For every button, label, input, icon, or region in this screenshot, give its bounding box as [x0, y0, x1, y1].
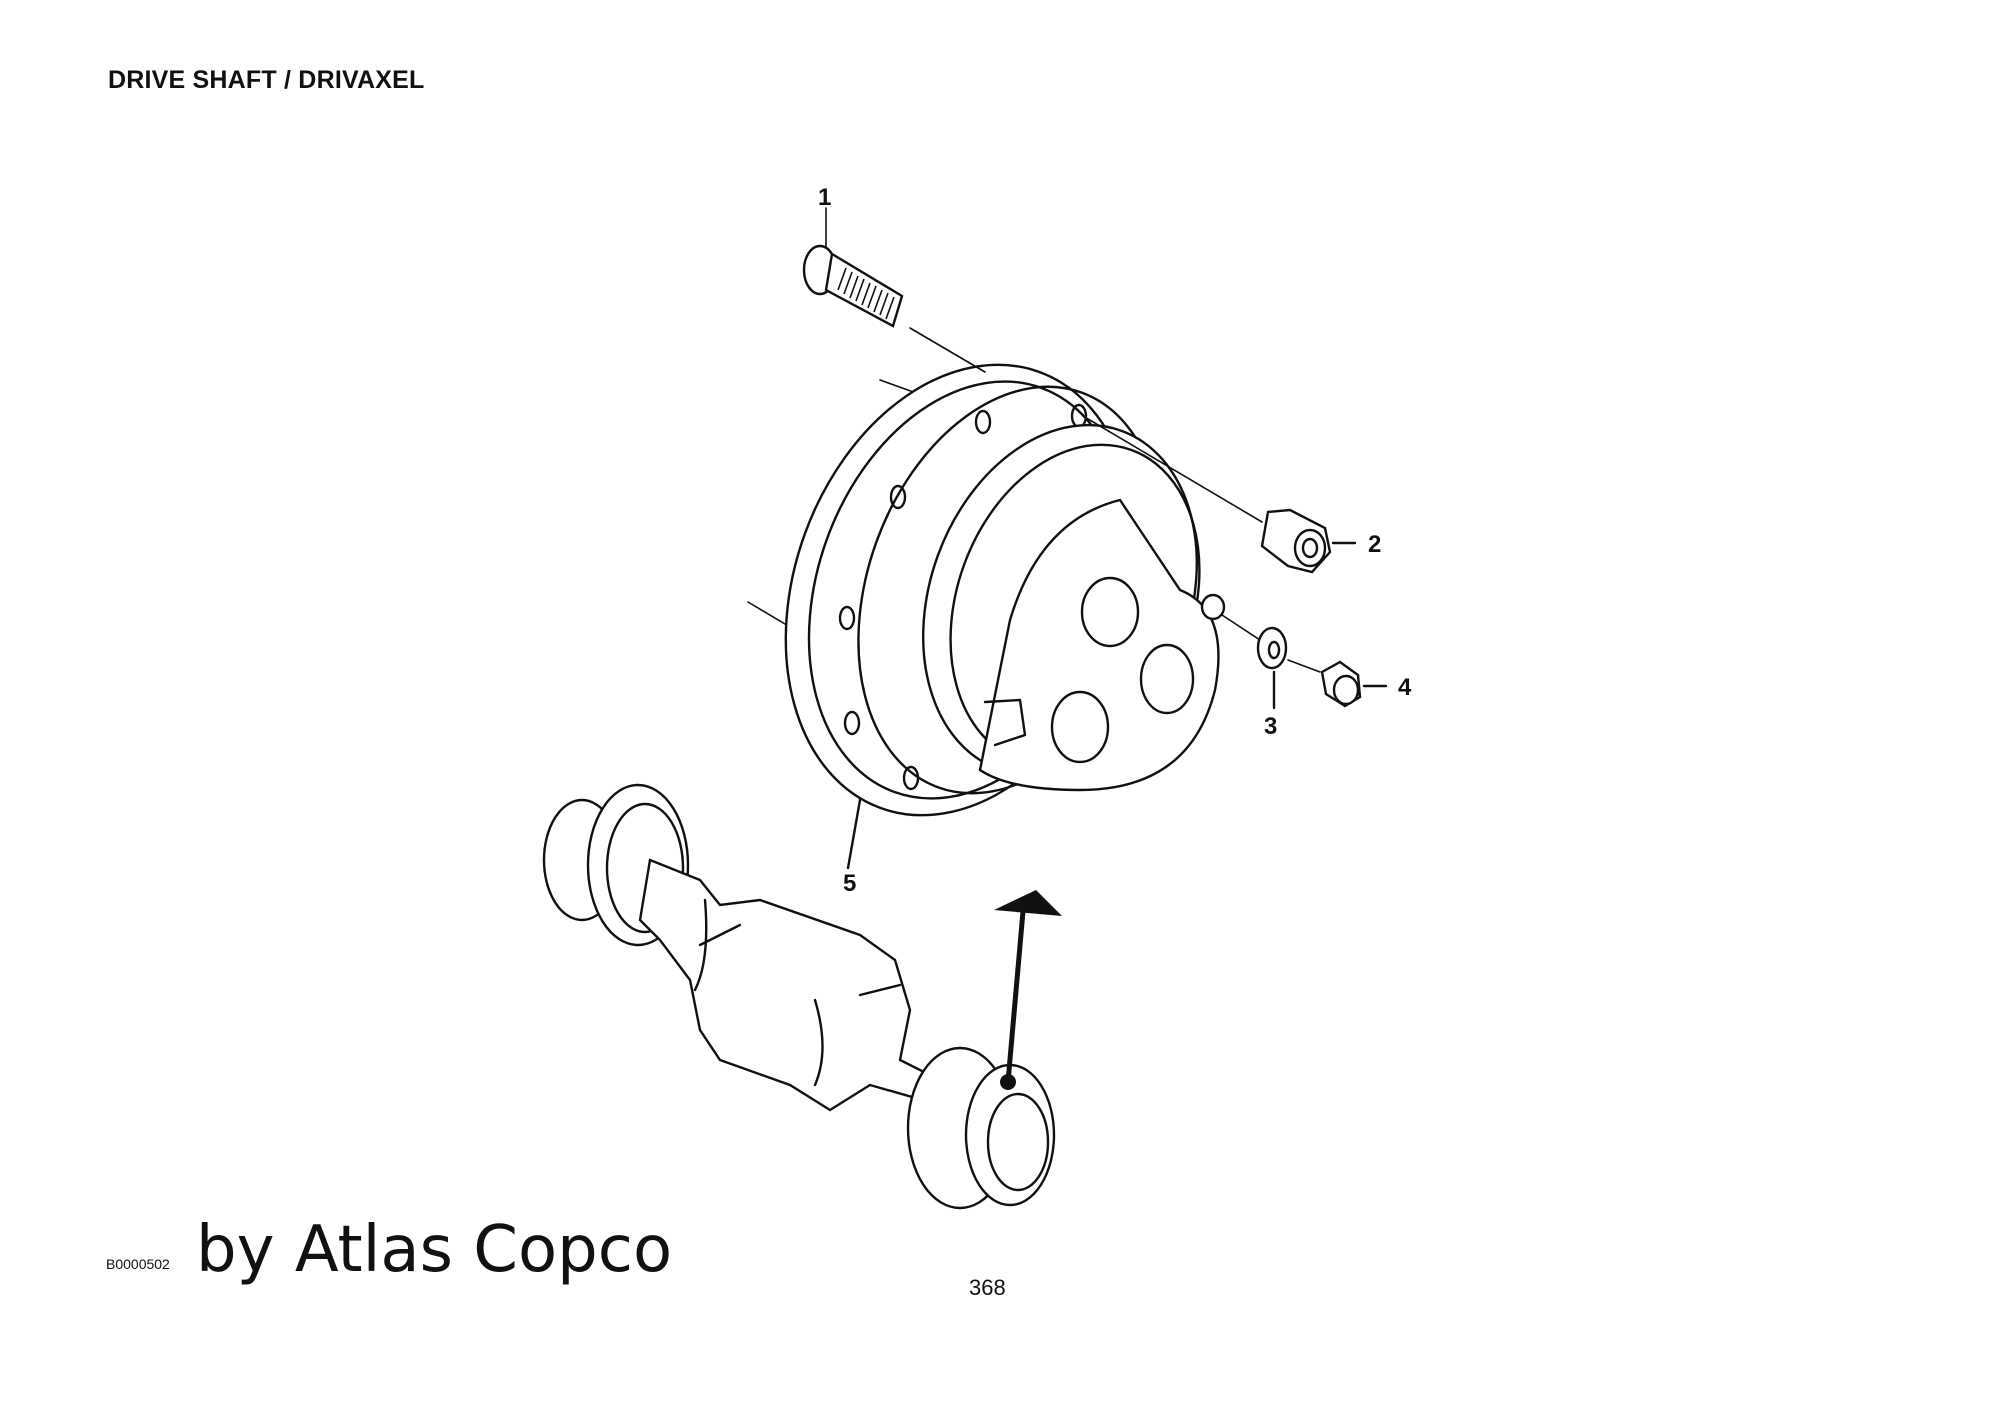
page-title: DRIVE SHAFT / DRIVAXEL: [108, 66, 425, 94]
axle-overview-sketch: [542, 783, 1062, 1210]
callout-4: 4: [1398, 674, 1412, 701]
drawing-code: B0000502: [106, 1256, 170, 1272]
callout-3: 3: [1264, 713, 1277, 740]
watermark-text: by Atlas Copco: [196, 1213, 673, 1287]
callout-5: 5: [843, 870, 856, 897]
washer-part-3: [1221, 614, 1321, 710]
callout-2: 2: [1368, 531, 1381, 558]
wheel-stud-part-1: [802, 207, 986, 373]
page-number: 368: [969, 1275, 1006, 1300]
callout-1: 1: [818, 184, 831, 211]
wheel-hub-part-5: [747, 363, 1226, 870]
plug-part-4: [1320, 660, 1388, 708]
wheel-nut-part-2: [1082, 415, 1357, 574]
